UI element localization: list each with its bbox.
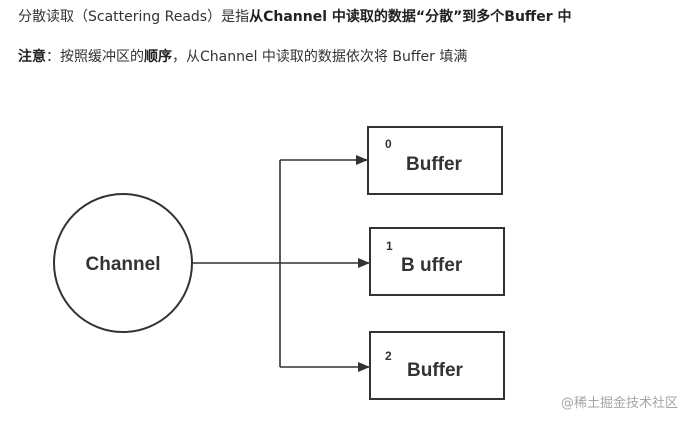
- description-prefix: 分散读取（Scattering Reads）是指: [18, 9, 250, 25]
- buffer-label-2: Buffer: [407, 360, 464, 381]
- buffer-label-1: B uffer: [401, 255, 463, 276]
- note-label: 注意: [18, 49, 46, 65]
- note-order: 顺序: [144, 49, 172, 65]
- channel-label: Channel: [86, 254, 161, 275]
- watermark-text: @稀土掘金技术社区: [560, 396, 678, 411]
- buffer-label-0: Buffer: [406, 154, 463, 175]
- description-line: 分散读取（Scattering Reads）是指从Channel 中读取的数据“…: [18, 6, 572, 26]
- buffer-index-0: 0: [385, 137, 392, 151]
- buffer-index-2: 2: [385, 349, 392, 363]
- buffer-box-1: 1 B uffer: [369, 227, 505, 296]
- buffer-box-2: 2 Buffer: [369, 331, 505, 400]
- buffer-box-0: 0 Buffer: [367, 126, 503, 195]
- note-suffix: ，从Channel 中读取的数据依次将 Buffer 填满: [172, 49, 468, 65]
- note-line: 注意：按照缓冲区的顺序，从Channel 中读取的数据依次将 Buffer 填满: [18, 46, 467, 66]
- description-bold: 从Channel 中读取的数据“分散”到多个Buffer 中: [249, 9, 572, 25]
- channel-node: Channel: [53, 193, 193, 333]
- buffer-index-1: 1: [386, 239, 393, 253]
- note-mid: ：按照缓冲区的: [46, 49, 144, 65]
- connectors: [192, 155, 370, 372]
